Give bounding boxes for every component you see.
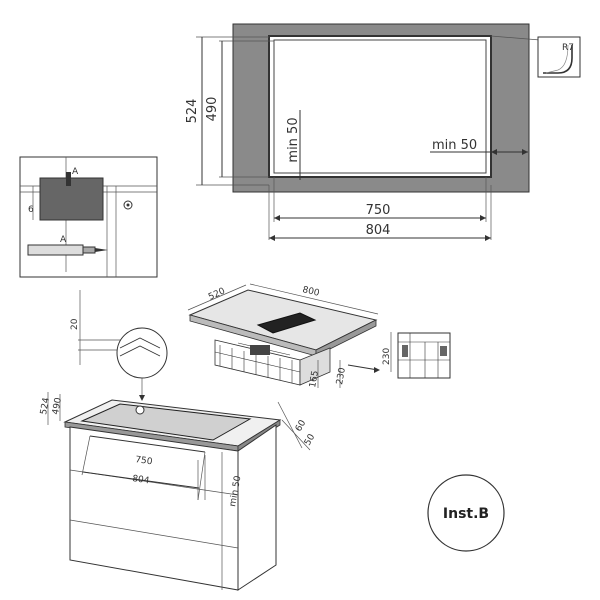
dim-20-label: 20: [70, 318, 80, 330]
radius-label: R7: [562, 43, 574, 53]
edge-detail-box: A 6 A: [19, 156, 158, 278]
counter-dim-524-label: 524: [39, 397, 52, 416]
dim-min50-horizontal-label: min 50: [432, 138, 477, 153]
sealant-tube-icon: A: [27, 235, 108, 256]
dim-524-label: 524: [185, 99, 200, 124]
corner-radius-detail: R7: [537, 36, 581, 78]
cutout-opening: [268, 35, 492, 178]
hob-on-counter: [80, 403, 252, 441]
hob-edge-block: [39, 177, 104, 221]
sealant-strip: [66, 172, 71, 186]
counter-dim-804-label: 804: [132, 474, 151, 486]
dim-800-label: 800: [301, 285, 320, 299]
dim-490-label: 490: [205, 97, 220, 122]
magnifier-circle: [116, 327, 168, 379]
installation-type-badge: Inst.B: [427, 474, 505, 552]
hob-side-view: 230: [382, 332, 451, 379]
mark-6: 6: [28, 205, 34, 215]
dim-750-label: 750: [366, 203, 391, 218]
dim-min50-vertical-label: min 50: [286, 117, 301, 162]
cutout-plan-view: 524 490 min 50 min 50 750 804: [185, 23, 581, 241]
mark-a-top: A: [72, 167, 79, 177]
cabinet-front: [69, 426, 239, 591]
dim-165-label: 165: [308, 370, 321, 389]
counter-dim-490-label: 490: [51, 397, 64, 416]
counter-dim-60-label: 60: [294, 418, 309, 433]
cutout-inner-line: [273, 39, 487, 174]
mark-a-tube: A: [60, 235, 67, 245]
cabinet-3d-view: 750 804 min 50 524 490 60 50: [39, 392, 317, 591]
cabinet-side: [237, 424, 277, 591]
dim-230-label: 230: [335, 367, 348, 386]
dim-804-label: 804: [366, 223, 391, 238]
counter-dim-750-label: 750: [135, 455, 154, 467]
extraction-vent: [256, 312, 317, 334]
counter-section-detail: 20: [70, 290, 168, 401]
badge-label: Inst.B: [443, 506, 489, 522]
hob-3d-view: 520 800 165 230: [187, 283, 380, 389]
side-dim-230-label: 230: [382, 348, 392, 365]
